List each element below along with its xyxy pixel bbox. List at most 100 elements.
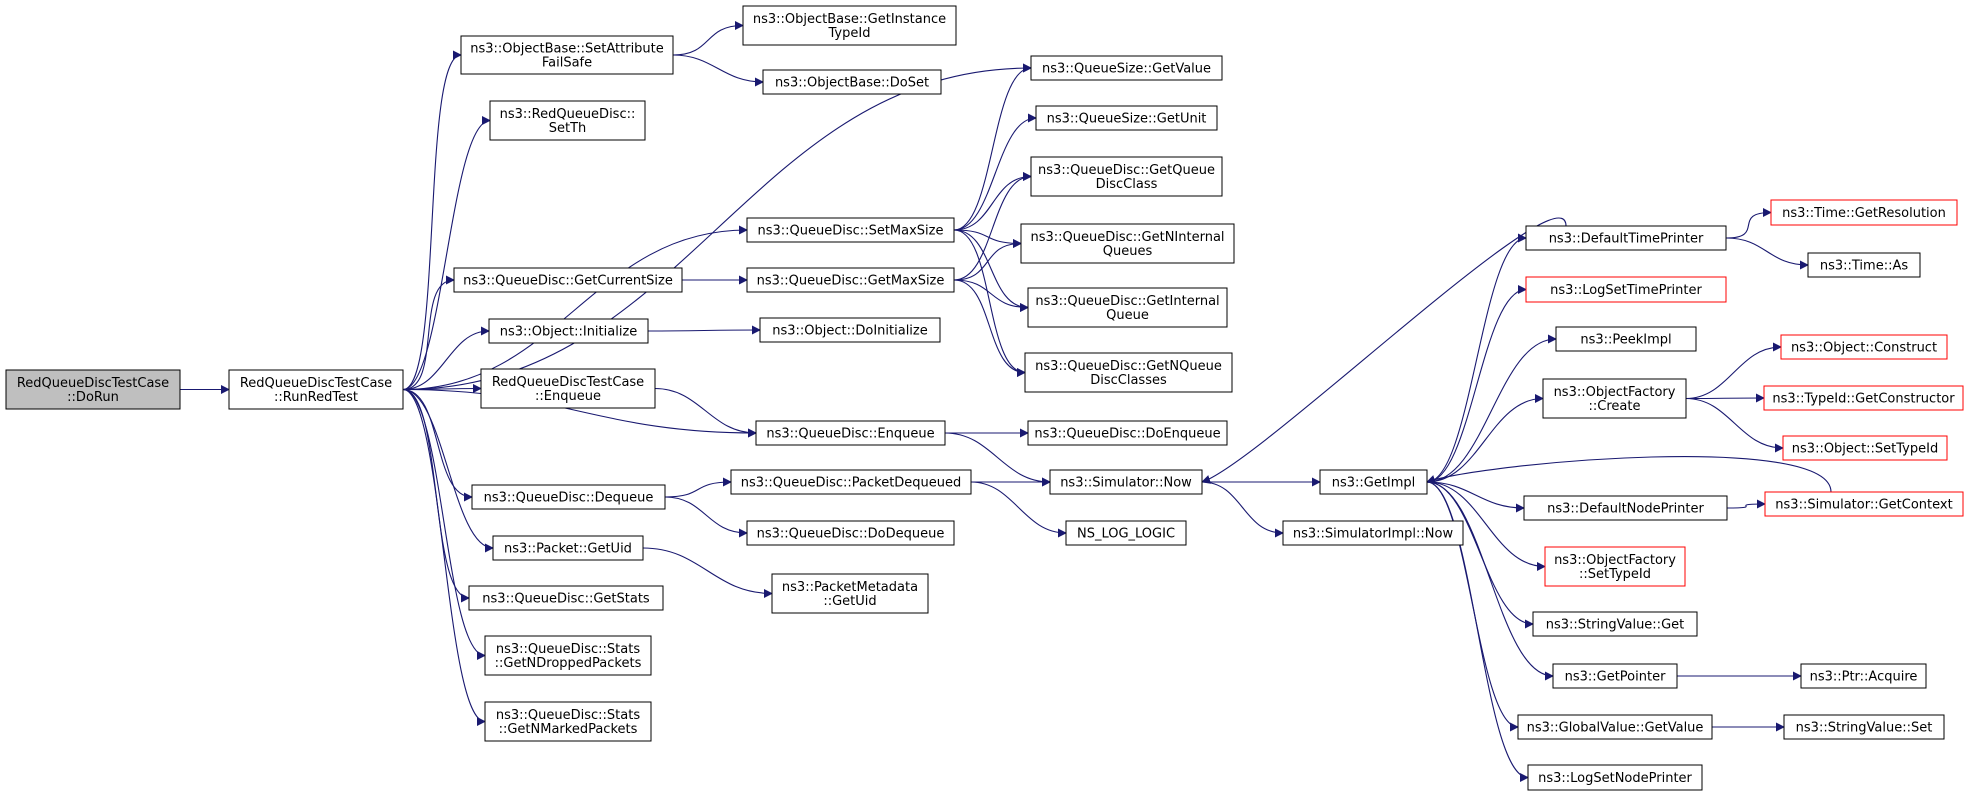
node-get-pointer[interactable]: ns3::GetPointer [1552,663,1678,689]
node-get-current-size[interactable]: ns3::QueueDisc::GetCurrentSize [453,267,683,293]
node-qd-dequeue[interactable]: ns3::QueueDisc::Dequeue [471,484,666,510]
node-qd-do-enqueue[interactable]: ns3::QueueDisc::DoEnqueue [1027,420,1228,446]
node-qs-get-value[interactable]: ns3::QueueSize::GetValue [1030,55,1223,81]
node-box [1527,764,1703,791]
node-label-line: ns3::Time::As [1820,259,1909,274]
node-label-line: ::GetNMarkedPackets [499,722,638,737]
node-label-line: NS_LOG_LOGIC [1077,527,1175,542]
node-packet-dequeued[interactable]: ns3::QueueDisc::PacketDequeued [730,469,972,495]
node-do-set[interactable]: ns3::ObjectBase::DoSet [762,69,942,95]
node-metadata-get-uid[interactable]: ns3::PacketMetadata::GetUid [771,573,929,614]
node-set-th[interactable]: ns3::RedQueueDisc::SetTh [489,100,646,141]
node-label-line: ns3::QueueDisc::GetInternal [1035,294,1219,309]
node-label-line: ns3::LogSetNodePrinter [1538,771,1692,786]
node-label-line: ::DoRun [67,390,119,405]
node-time-as[interactable]: ns3::Time::As [1807,252,1921,278]
node-box [1525,276,1727,303]
node-packet-get-uid[interactable]: ns3::Packet::GetUid [492,535,644,561]
node-obj-construct[interactable]: ns3::Object::Construct [1780,334,1948,360]
node-get-stats[interactable]: ns3::QueueDisc::GetStats [468,585,664,611]
node-time-get-resolution[interactable]: ns3::Time::GetResolution [1770,199,1958,226]
node-box [1020,223,1235,264]
edge-run-red-test-to-get-ndropped [402,388,486,660]
node-label-line: ns3::SimulatorImpl::Now [1293,527,1454,542]
node-sim-impl-now[interactable]: ns3::SimulatorImpl::Now [1282,520,1464,546]
node-ns-log-logic[interactable]: NS_LOG_LOGIC [1065,520,1187,546]
node-box [1552,663,1678,689]
node-box [1027,420,1228,446]
node-label-line: DiscClasses [1090,373,1167,388]
node-box [480,368,656,409]
edge-run-red-test-to-obj-initialize [402,326,490,391]
node-red-enqueue[interactable]: RedQueueDiscTestCase::Enqueue [480,368,656,409]
node-label-line: ns3::Simulator::GetContext [1775,498,1952,513]
node-get-ndropped[interactable]: ns3::QueueDisc::Stats::GetNDroppedPacket… [484,635,652,676]
node-peek-impl[interactable]: ns3::PeekImpl [1555,326,1697,352]
node-box [488,318,649,344]
node-label-line: ::GetUid [823,594,876,609]
node-label-line: ns3::QueueDisc::Stats [496,708,640,723]
node-log-set-time-printer[interactable]: ns3::LogSetTimePrinter [1525,276,1727,303]
node-label-line: ns3::QueueDisc::PacketDequeued [741,476,962,491]
node-obj-factory-set-type-id[interactable]: ns3::ObjectFactory::SetTypeId [1544,546,1686,587]
node-default-time-printer[interactable]: ns3::DefaultTimePrinter [1525,225,1727,251]
node-obj-factory-create[interactable]: ns3::ObjectFactory::Create [1542,378,1687,419]
node-run-red-test[interactable]: RedQueueDiscTestCase::RunRedTest [228,369,404,410]
node-get-max-size[interactable]: ns3::QueueDisc::GetMaxSize [746,267,955,293]
node-label-line: ns3::Object::Construct [1791,341,1937,356]
edge-get-impl-to-log-set-time-printer [1426,285,1527,483]
node-set-max-size[interactable]: ns3::QueueDisc::SetMaxSize [746,217,955,243]
node-global-value-get-value[interactable]: ns3::GlobalValue::GetValue [1517,714,1713,740]
node-type-id-get-constructor[interactable]: ns3::TypeId::GetConstructor [1763,385,1964,411]
node-box [5,369,181,410]
edge-default-time-printer-to-time-get-resolution [1725,208,1772,239]
node-get-impl[interactable]: ns3::GetImpl [1319,469,1428,495]
node-qd-do-dequeue[interactable]: ns3::QueueDisc::DoDequeue [746,520,955,546]
node-string-value-get[interactable]: ns3::StringValue::Get [1532,611,1698,637]
edge-get-impl-to-peek-impl [1426,334,1557,483]
node-label-line: FailSafe [542,56,592,71]
node-obj-initialize[interactable]: ns3::Object::Initialize [488,318,649,344]
node-obj-do-initialize[interactable]: ns3::Object::DoInitialize [759,317,941,343]
node-label-line: ns3::QueueSize::GetValue [1042,62,1211,77]
node-get-nmarked[interactable]: ns3::QueueDisc::Stats::GetNMarkedPackets [484,701,652,742]
function-nodes: RedQueueDiscTestCase::DoRunRedQueueDiscT… [5,5,1964,791]
node-box [742,5,957,46]
node-box [746,267,955,293]
node-label-line: ns3::TypeId::GetConstructor [1772,392,1955,407]
node-do-run[interactable]: RedQueueDiscTestCase::DoRun [5,369,181,410]
node-label-line: ::RunRedTest [274,390,358,405]
node-ptr-acquire[interactable]: ns3::Ptr::Acquire [1800,663,1927,689]
node-label-line: RedQueueDiscTestCase [240,376,392,391]
node-default-node-printer[interactable]: ns3::DefaultNodePrinter [1523,495,1728,521]
edge-sim-now-to-sim-impl-now [1201,481,1284,538]
node-label-line: Queues [1103,244,1153,259]
node-box [1523,495,1728,521]
node-log-set-node-printer[interactable]: ns3::LogSetNodePrinter [1527,764,1703,791]
node-label-line: ::GetNDroppedPackets [495,656,642,671]
node-qd-enqueue[interactable]: ns3::QueueDisc::Enqueue [755,420,946,446]
node-sim-now[interactable]: ns3::Simulator::Now [1049,469,1203,495]
node-label-line: ns3::QueueDisc::GetStats [482,592,650,607]
node-sim-get-context[interactable]: ns3::Simulator::GetContext [1764,491,1964,517]
node-qs-get-unit[interactable]: ns3::QueueSize::GetUnit [1035,105,1218,131]
edge-qd-enqueue-to-sim-now [944,432,1051,487]
node-label-line: ns3::GetPointer [1565,670,1666,685]
node-obj-set-type-id[interactable]: ns3::Object::SetTypeId [1782,435,1948,461]
node-box [1024,352,1233,393]
edge-get-impl-to-default-time-printer [1426,233,1527,483]
node-string-value-set[interactable]: ns3::StringValue::Set [1783,714,1945,740]
edge-set-max-size-to-get-internal-queue [953,229,1029,312]
edge-run-red-test-to-set-max-size [402,225,748,391]
node-label-line: ns3::GlobalValue::GetValue [1527,721,1704,736]
edge-set-max-size-to-get-nqueue-disc-classes [953,229,1026,377]
edge-run-red-test-to-get-nmarked [402,388,486,726]
edge-obj-factory-create-to-obj-set-type-id [1685,397,1784,453]
node-label-line: ns3::ObjectFactory [1554,385,1676,400]
